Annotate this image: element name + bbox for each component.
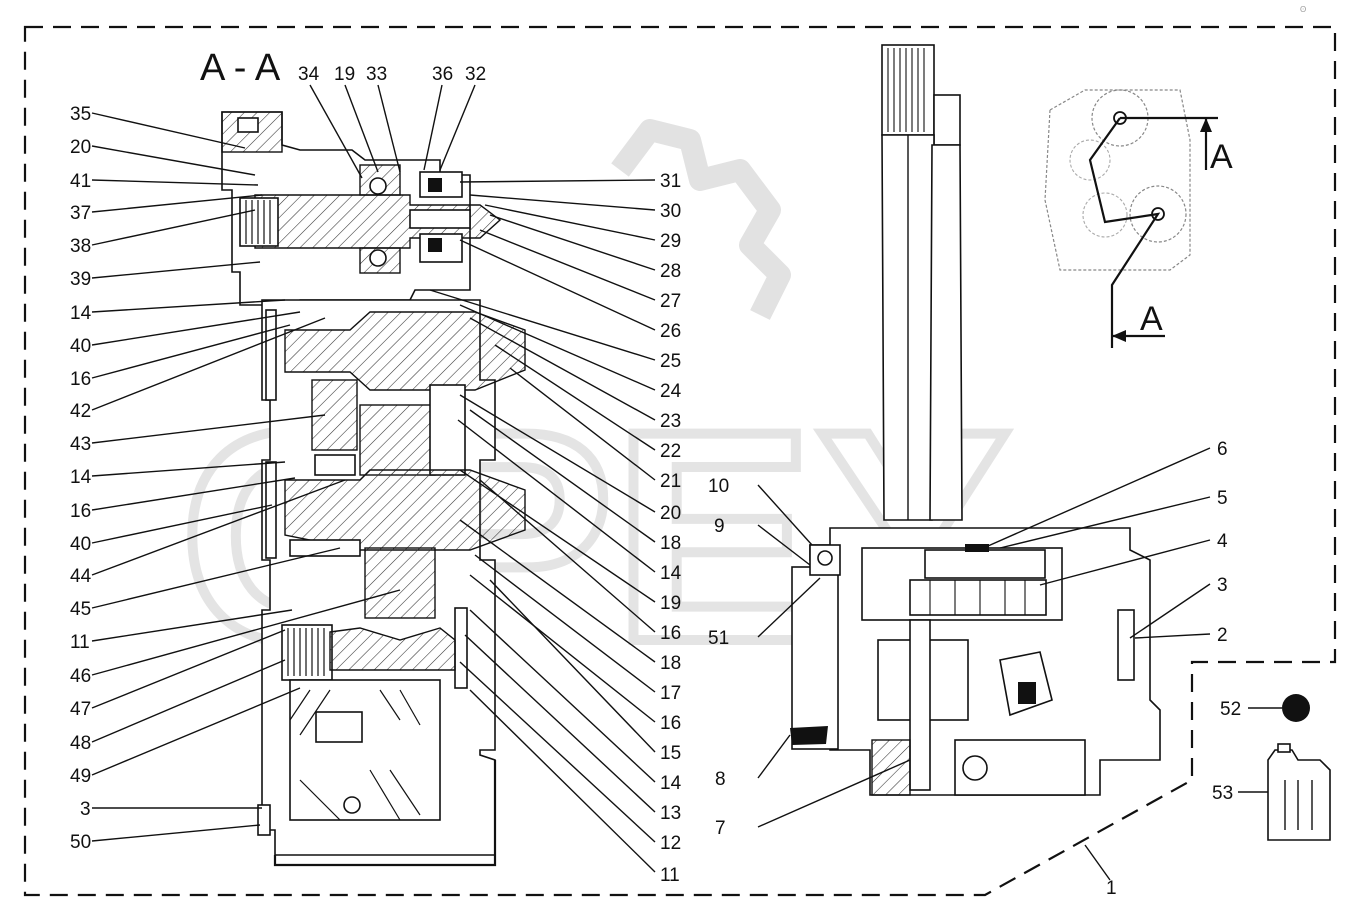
kit-items [1238,694,1331,841]
cross-section-drawing [221,111,526,867]
callout: 4 [1217,531,1228,552]
oil-canister-icon [1267,743,1331,841]
corner-mark: ʘ [1300,5,1306,14]
callout: 44 [70,566,92,587]
callout: 42 [70,401,91,422]
callout: 14 [660,563,682,584]
callout: 25 [660,351,681,372]
callout: 14 [660,773,682,794]
callout: 39 [70,269,91,290]
callout: 9 [714,516,725,537]
callout: 48 [70,733,91,754]
callout: 45 [70,599,91,620]
callout: 17 [660,683,681,704]
callout: 3 [1217,575,1228,596]
callout: 1 [1106,878,1117,899]
callout: 36 [432,64,453,85]
section-arrow-label: A [1140,300,1163,338]
callout: 20 [660,503,681,524]
callout: 30 [660,201,681,222]
grease-icon [1282,694,1310,722]
callout: 53 [1212,783,1233,804]
right-leaders [429,179,656,873]
top-labels: 34 19 33 36 32 [298,64,486,85]
callout: 5 [1217,488,1228,509]
callout: 32 [465,64,486,85]
callout: 49 [70,766,91,787]
callout: 11 [70,632,90,653]
callout: 21 [660,471,681,492]
callout: 16 [660,623,681,644]
callout: 19 [660,593,681,614]
assembly-drawing [790,44,1161,796]
section-title: A - A [200,47,281,89]
callout: 51 [708,628,729,649]
callout: 13 [660,803,681,824]
callout: 27 [660,291,681,312]
callout: 11 [660,865,680,886]
callout: 8 [715,769,726,790]
callout: 22 [660,441,681,462]
callout: 15 [660,743,681,764]
assembly-labels: 10 9 51 8 7 6 5 4 3 2 1 [708,439,1228,899]
callout: 16 [660,713,681,734]
callout: 43 [70,434,91,455]
right-labels: 31 30 29 28 27 26 25 24 23 22 21 20 18 1… [660,171,682,886]
callout: 2 [1217,625,1228,646]
callout: 18 [660,533,681,554]
callout: 47 [70,699,91,720]
top-leaders [309,84,476,179]
callout: 40 [70,336,91,357]
callout: 26 [660,321,681,342]
callout: 40 [70,534,91,555]
callout: 16 [70,369,91,390]
callout: 12 [660,833,681,854]
callout: 28 [660,261,681,282]
section-indicator [1044,89,1218,348]
callout: 3 [80,799,91,820]
callout: 14 [70,467,92,488]
callout: 24 [660,381,682,402]
callout: 34 [298,64,320,85]
callout: 29 [660,231,681,252]
kit-border [23,25,1337,897]
callout: 19 [334,64,355,85]
callout: 37 [70,203,91,224]
callout: 33 [366,64,387,85]
callout: 38 [70,236,91,257]
section-arrow-label: A [1210,138,1233,176]
callout: 14 [70,303,92,324]
callout: 7 [715,818,726,839]
callout: 50 [70,832,91,853]
callout: 18 [660,653,681,674]
callout: 16 [70,501,91,522]
callout: 10 [708,476,729,497]
callout: 6 [1217,439,1228,460]
callout: 41 [70,171,91,192]
assembly-leaders [757,447,1211,881]
callout: 20 [70,137,91,158]
callout: 46 [70,666,91,687]
left-leaders [91,112,401,842]
callout: 31 [660,171,681,192]
left-labels: 35 20 41 37 38 39 14 40 16 42 43 14 16 4… [70,104,92,853]
callout: 52 [1220,699,1241,720]
callout: 35 [70,104,91,125]
callout: 23 [660,411,681,432]
